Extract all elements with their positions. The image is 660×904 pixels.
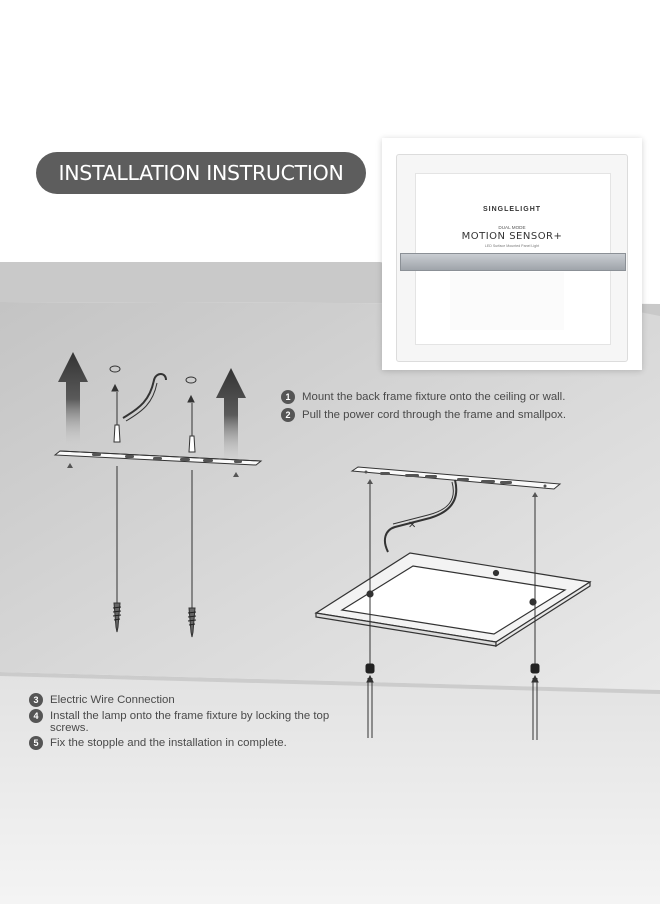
step-2: 2 Pull the power cord through the frame … xyxy=(281,408,651,422)
step-text: Fix the stopple and the installation in … xyxy=(50,737,287,749)
brand-name: SINGLELIGHT xyxy=(482,206,542,213)
step-number-badge: 4 xyxy=(29,709,43,723)
product-description: LED Surface Mounted Panel Light xyxy=(484,244,540,248)
step-1: 1 Mount the back frame fixture onto the … xyxy=(281,390,651,404)
step-number-badge: 1 xyxy=(281,390,295,404)
step-number-badge: 5 xyxy=(29,736,43,750)
step-3: 3 Electric Wire Connection xyxy=(29,693,359,707)
step-5: 5 Fix the stopple and the installation i… xyxy=(29,736,359,750)
step-text: Install the lamp onto the frame fixture … xyxy=(50,710,330,734)
product-photo: SINGLELIGHT DUAL MODE MOTION SENSOR+ LED… xyxy=(382,138,642,370)
wall-plane xyxy=(0,672,660,904)
steps-top-list: 1 Mount the back frame fixture onto the … xyxy=(281,390,651,427)
back-frame-bar xyxy=(53,450,263,477)
step-4: 4 Install the lamp onto the frame fixtur… xyxy=(29,709,359,734)
step-text: Electric Wire Connection xyxy=(50,694,175,706)
frame-bar-right xyxy=(350,466,562,497)
panel-lamp xyxy=(314,552,592,648)
svg-text:✕: ✕ xyxy=(408,520,416,531)
product-label xyxy=(450,272,564,330)
up-arrow-icon xyxy=(58,352,88,446)
step-number-badge: 3 xyxy=(29,693,43,707)
step-number-badge: 2 xyxy=(281,408,295,422)
steps-bottom-list: 3 Electric Wire Connection 4 Install the… xyxy=(29,693,359,753)
electric-wire: ✕ xyxy=(383,479,458,553)
product-mode: DUAL MODE xyxy=(498,225,526,230)
left-fixings xyxy=(109,365,197,638)
right-fixings xyxy=(365,484,540,740)
mounting-bracket xyxy=(400,253,626,271)
product-name: MOTION SENSOR+ xyxy=(461,231,563,242)
up-arrow-icon xyxy=(216,368,246,462)
step-text: Pull the power cord through the frame an… xyxy=(302,409,567,421)
step-text: Mount the back frame fixture onto the ce… xyxy=(302,391,566,403)
page-title: INSTALLATION INSTRUCTION xyxy=(36,152,366,194)
